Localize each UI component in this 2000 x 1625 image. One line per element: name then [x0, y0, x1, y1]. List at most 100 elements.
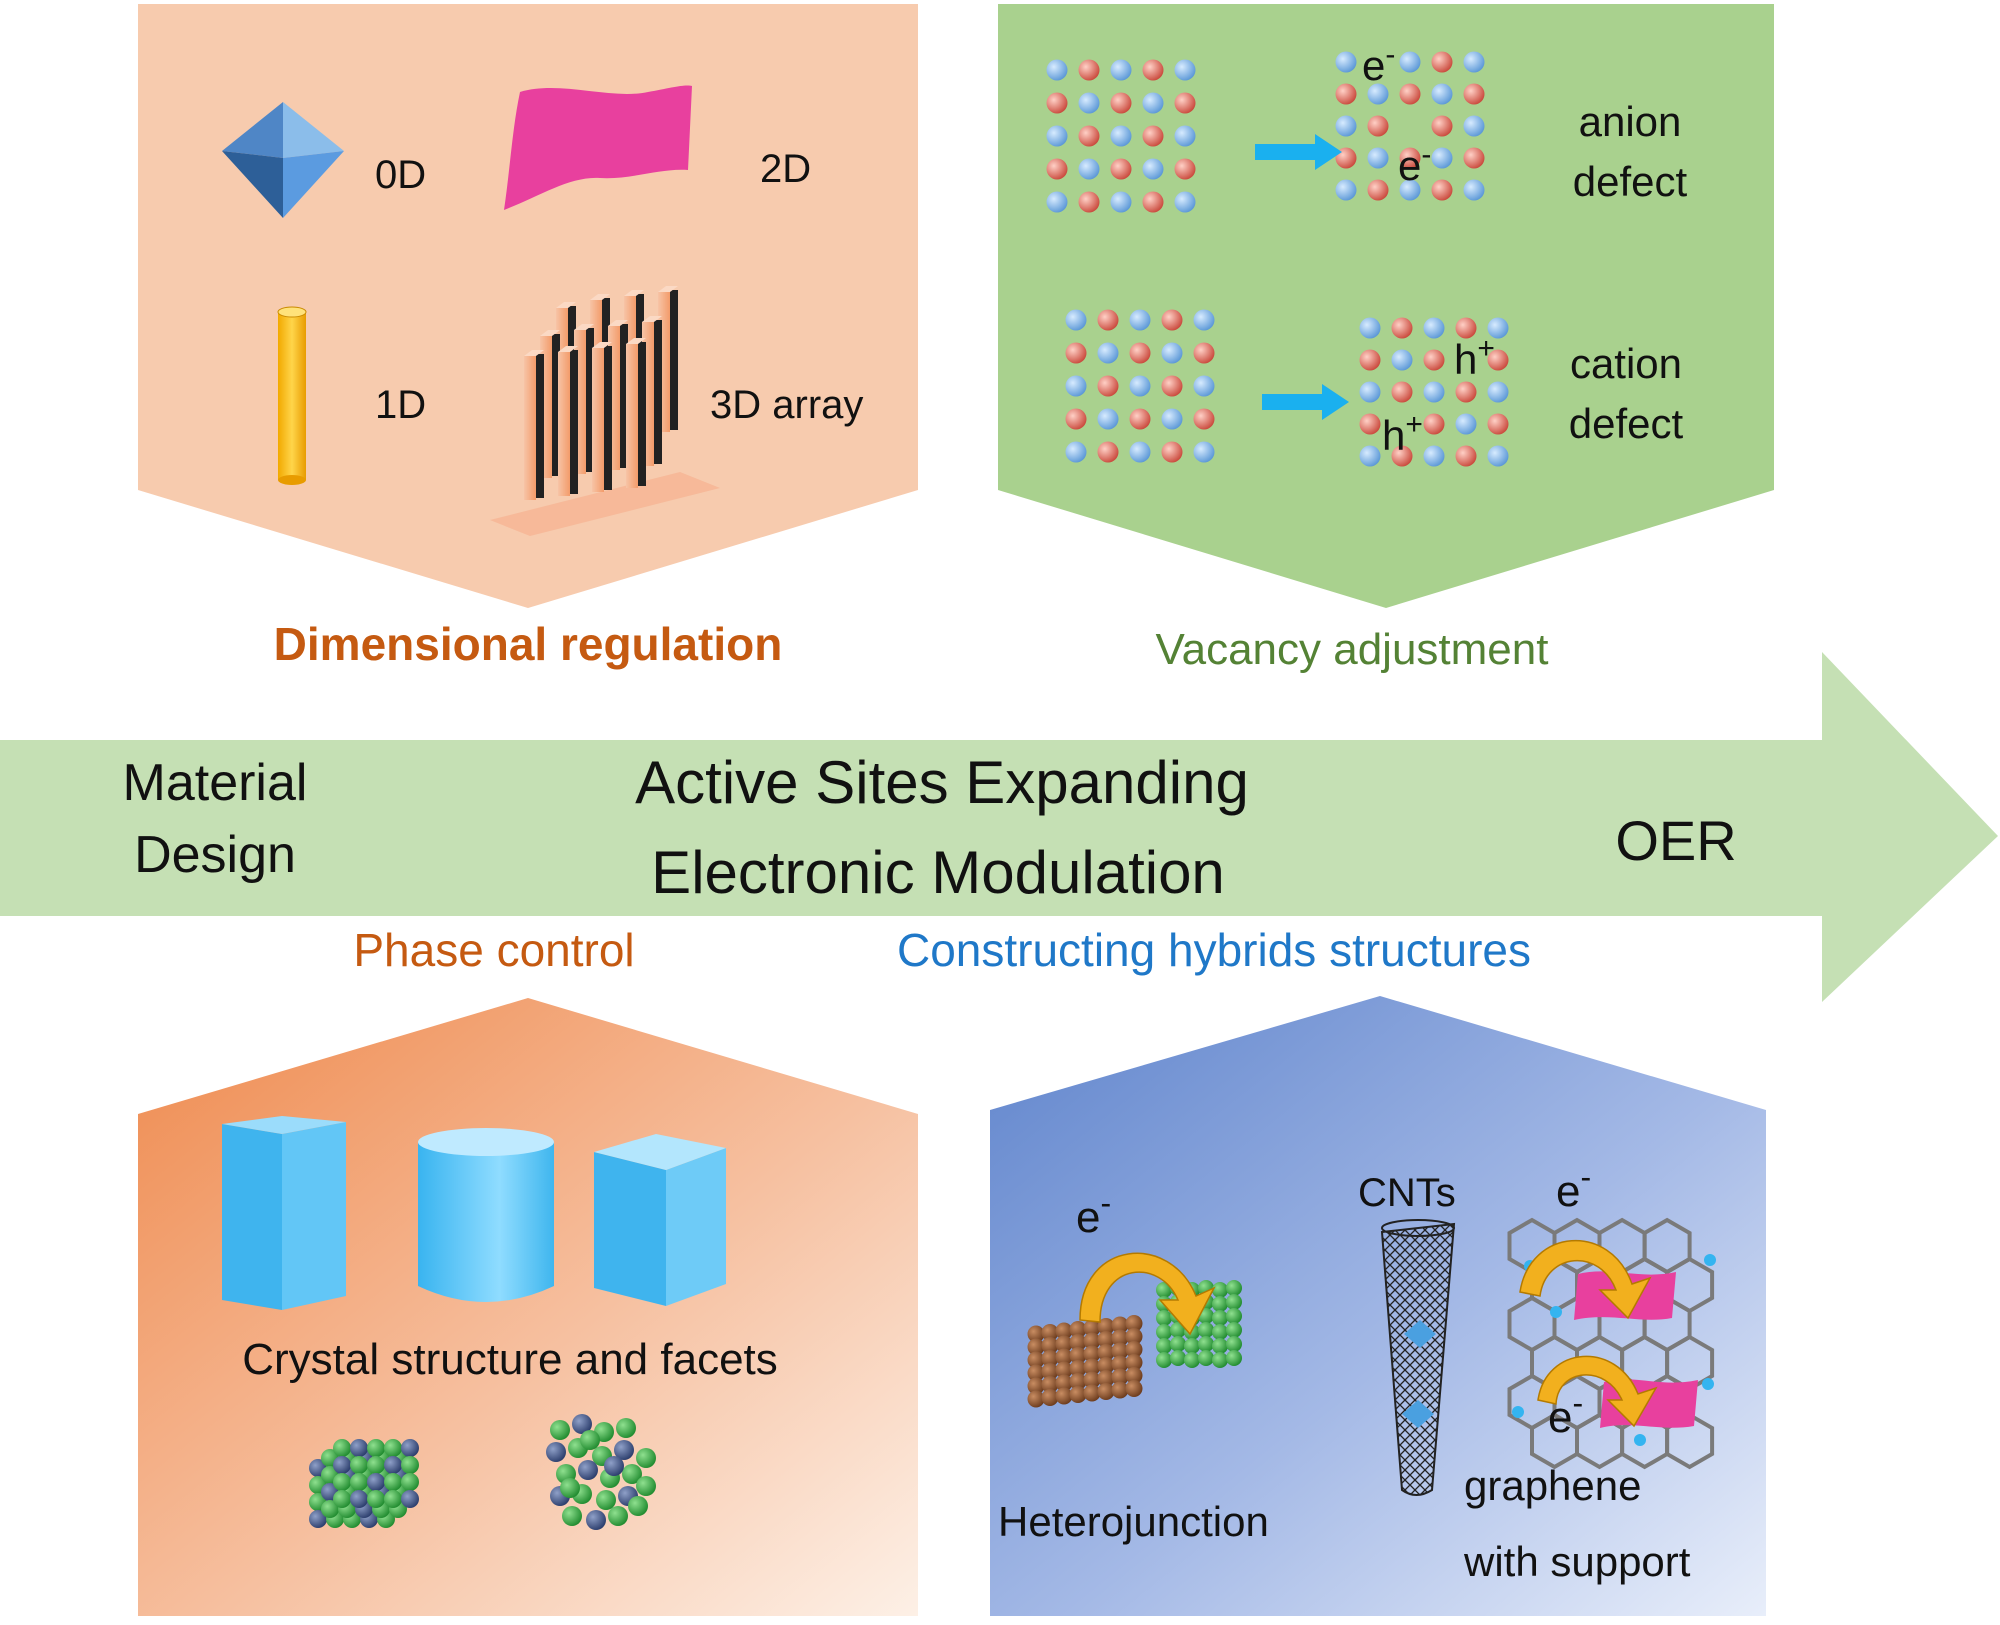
atom-blue — [1142, 92, 1164, 114]
array-bar — [558, 346, 578, 496]
atom-navy — [604, 1456, 624, 1476]
atom-green — [636, 1476, 656, 1496]
atom-blue — [1359, 317, 1381, 339]
graphene-arrow-icon-2 — [1537, 1355, 1658, 1428]
heterojunction-arrow-icon — [1079, 1252, 1216, 1336]
atom-green — [321, 1500, 339, 1518]
atom-blue — [1399, 179, 1421, 201]
atom-blue — [1423, 445, 1445, 467]
atom-blue — [1367, 83, 1389, 105]
lattice-cation-defect — [1359, 317, 1509, 467]
graphene-dopant — [1634, 1434, 1646, 1446]
atom-red — [1097, 441, 1119, 463]
array-bar — [626, 338, 646, 488]
atom-red — [1391, 445, 1413, 467]
atom-red — [1142, 59, 1164, 81]
graphene-arrow-icon-1 — [1519, 1239, 1652, 1320]
sheet-2d-icon — [504, 85, 692, 210]
atom-blue — [1359, 445, 1381, 467]
label-2d: 2D — [760, 147, 811, 191]
atom-green — [562, 1506, 582, 1526]
atom-navy — [572, 1414, 592, 1434]
atom-blue — [1335, 115, 1357, 137]
atom-blue — [1110, 59, 1132, 81]
atom-red — [1078, 191, 1100, 213]
atom-green — [550, 1420, 570, 1440]
atom-red — [1423, 413, 1445, 435]
atom-navy — [333, 1456, 351, 1474]
atom-green — [367, 1490, 385, 1508]
atom-red — [1431, 115, 1453, 137]
atom-red — [1487, 349, 1509, 371]
atom-blue — [1046, 125, 1068, 147]
atom-green — [622, 1464, 642, 1484]
atom-red — [1161, 441, 1183, 463]
atom-blue — [1423, 381, 1445, 403]
atom-green — [636, 1448, 656, 1468]
label-0d: 0D — [375, 153, 426, 197]
atom-red — [1359, 349, 1381, 371]
atom-blue — [1391, 349, 1413, 371]
atom-red — [1463, 147, 1485, 169]
atom-blue — [1097, 408, 1119, 430]
atom-blue — [1455, 413, 1477, 435]
atom-red — [1110, 158, 1132, 180]
atom-blue — [1129, 441, 1151, 463]
atom-red — [1399, 147, 1421, 169]
cation-label-line1: cation — [1570, 340, 1682, 387]
hole-label-2: h+ — [1382, 408, 1423, 459]
cation-label-line2: defect — [1569, 400, 1684, 447]
anion-arrow-icon — [1255, 134, 1342, 170]
atom-green — [333, 1473, 351, 1491]
atom-navy — [546, 1442, 566, 1462]
atom-blue — [1129, 309, 1151, 331]
cation-arrow-icon — [1262, 384, 1349, 420]
atom-blue — [1110, 125, 1132, 147]
atom-blue — [1431, 147, 1453, 169]
atom-navy — [367, 1473, 385, 1491]
atom-blue — [1431, 83, 1453, 105]
atom-green — [580, 1430, 600, 1450]
atom-green — [333, 1439, 351, 1457]
atom-green — [596, 1490, 616, 1510]
anion-label-line1: anion — [1579, 98, 1682, 145]
atom-green — [628, 1496, 648, 1516]
phase-panel: Crystal structure and facets — [138, 998, 918, 1616]
atom-red — [1097, 375, 1119, 397]
atom-blue — [1046, 191, 1068, 213]
atom-red — [1391, 317, 1413, 339]
atom-red — [1161, 375, 1183, 397]
ordered-crystal-icon — [309, 1439, 419, 1528]
atom-blue — [1129, 375, 1151, 397]
crystal-caption: Crystal structure and facets — [242, 1335, 778, 1384]
heterojunction-electron: e- — [1076, 1185, 1111, 1242]
rod-1d-icon — [277, 306, 307, 485]
graphene-label-line1: graphene — [1464, 1462, 1642, 1509]
atom-blue — [1463, 51, 1485, 73]
atom-navy — [586, 1510, 606, 1530]
atom-blue — [1359, 381, 1381, 403]
atom-red — [1142, 191, 1164, 213]
atom-red — [1078, 59, 1100, 81]
atom-green — [401, 1473, 419, 1491]
atom-blue — [1463, 115, 1485, 137]
graphene-label-line2: with support — [1463, 1538, 1691, 1585]
atom-blue — [1078, 158, 1100, 180]
atom-red — [1129, 408, 1151, 430]
atom-red — [1078, 125, 1100, 147]
atom-red — [1455, 381, 1477, 403]
main-arrow: Material Design Active Sites Expanding E… — [0, 652, 1998, 1002]
atom-red — [1359, 413, 1381, 435]
atom-blue — [1110, 191, 1132, 213]
atom-green — [350, 1473, 368, 1491]
atom-blue — [1487, 381, 1509, 403]
graphene-dopant — [1702, 1378, 1714, 1390]
hybrids-panel: e- Heterojunction CNTs e- e- graphene wi… — [990, 996, 1766, 1616]
atom-red — [1193, 342, 1215, 364]
atom-blue — [1174, 59, 1196, 81]
atom-blue — [1078, 92, 1100, 114]
cylinder-icon — [418, 1128, 554, 1302]
atom-blue — [1463, 179, 1485, 201]
atom-navy — [614, 1440, 634, 1460]
